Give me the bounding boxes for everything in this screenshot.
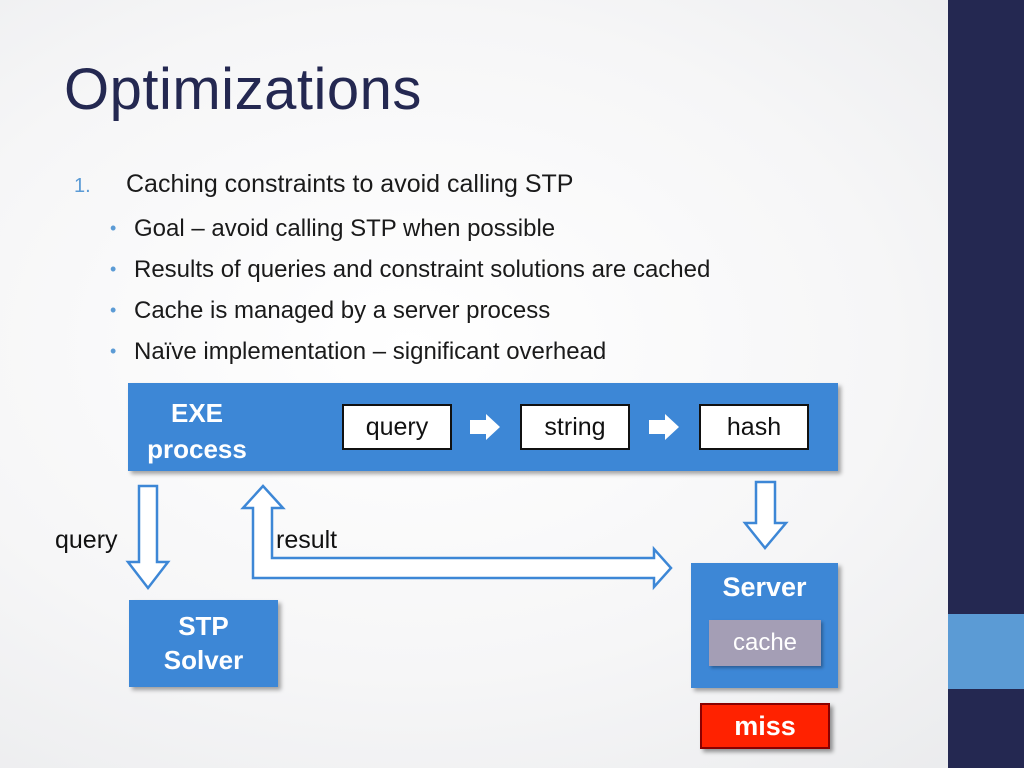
query-arrow-label: query xyxy=(55,526,118,554)
server-label: Server xyxy=(722,572,807,602)
result-bent-arrow-icon xyxy=(240,484,673,591)
sub-bullet: • Cache is managed by a server process xyxy=(110,297,550,325)
slide-title: Optimizations xyxy=(64,57,422,122)
bullet-number: 1. xyxy=(74,175,91,197)
bullet-dot: • xyxy=(110,300,117,320)
query-down-arrow-icon xyxy=(125,484,171,591)
main-bullet-text: Caching constraints to avoid calling STP xyxy=(126,170,574,198)
exe-process-label: EXE process xyxy=(138,395,256,467)
right-arrow-icon xyxy=(470,414,500,440)
hash-chip: hash xyxy=(699,404,809,450)
exe-label-line2: process xyxy=(147,434,247,464)
query-chip: query xyxy=(342,404,452,450)
result-arrow-label: result xyxy=(276,526,338,554)
right-arrow-icon xyxy=(649,414,679,440)
stp-solver-box: STP Solver xyxy=(129,600,278,687)
string-chip: string xyxy=(520,404,630,450)
main-bullet: 1. Caching constraints to avoid calling S… xyxy=(74,170,573,199)
bullet-dot: • xyxy=(110,218,117,238)
sub-bullet: • Results of queries and constraint solut… xyxy=(110,256,710,284)
stp-label-line1: STP xyxy=(178,611,229,641)
sub-bullet-text: Results of queries and constraint soluti… xyxy=(134,256,711,283)
sub-bullet: • Naïve implementation – significant over… xyxy=(110,338,606,366)
sub-bullet-text: Cache is managed by a server process xyxy=(134,297,551,324)
sub-bullet-text: Goal – avoid calling STP when possible xyxy=(134,215,556,242)
stp-label-line2: Solver xyxy=(163,645,244,675)
sub-bullet: • Goal – avoid calling STP when possible xyxy=(110,215,555,243)
bullet-dot: • xyxy=(110,259,117,279)
bullet-dot: • xyxy=(110,341,117,361)
miss-badge: miss xyxy=(700,703,830,749)
exe-label-line1: EXE xyxy=(170,398,224,428)
hash-down-arrow-icon xyxy=(742,480,789,550)
cache-box: cache xyxy=(709,620,821,666)
sidebar-accent xyxy=(948,614,1024,689)
sub-bullet-text: Naïve implementation – significant overh… xyxy=(134,338,607,365)
